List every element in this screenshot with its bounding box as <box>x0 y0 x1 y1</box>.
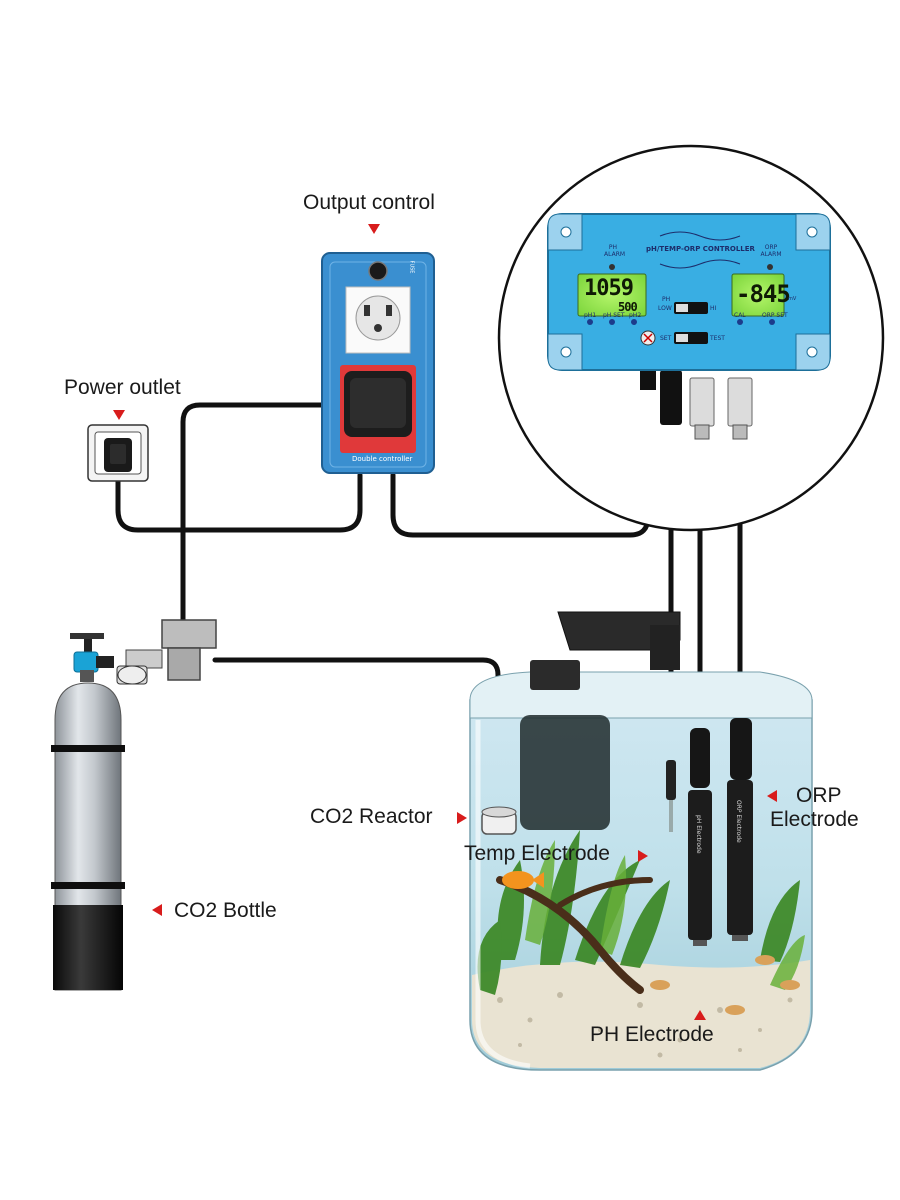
ph-alarm-label: PH ALARM <box>604 244 626 258</box>
orp-alarm-label: ORP ALARM <box>760 244 782 258</box>
orp-electrode-text: ORP Electrode <box>735 800 742 843</box>
orp-lcd-value: -845 <box>736 280 791 308</box>
switch-knob-text: FUSE <box>408 260 415 274</box>
switch-low-label: LOW <box>658 305 672 312</box>
ph-electrode-text: pH Electrode <box>695 815 702 854</box>
pointer-arrows <box>113 224 777 1020</box>
co2-reactor <box>481 806 517 835</box>
btn-orp-set-label: ORP SET <box>762 312 788 319</box>
switch-test-label: TEST <box>710 335 725 342</box>
ph-lcd-main: 1059 <box>584 276 634 301</box>
btn-ph1-label: pH1 <box>584 312 597 319</box>
switch-set-label: SET <box>660 335 672 342</box>
arrow-ph-electrode <box>694 1010 706 1020</box>
label-power-outlet: Power outlet <box>64 376 181 399</box>
arrow-output-control <box>368 224 380 234</box>
controller-title: pH/TEMP-ORP CONTROLLER <box>646 245 755 253</box>
power-outlet <box>87 424 149 482</box>
ph-lcd-sub: 500 <box>618 300 638 314</box>
label-orp-electrode-line1: ORP <box>796 784 842 807</box>
label-orp-electrode-line2: Electrode <box>770 808 859 831</box>
btn-ph2-label: pH2 <box>629 312 642 319</box>
label-temp-electrode: Temp Electrode <box>464 842 610 865</box>
arrow-temp-electrode <box>638 850 648 862</box>
label-ph-electrode: PH Electrode <box>590 1023 714 1046</box>
co2-splitter <box>116 619 217 685</box>
switch-ph-label: PH <box>662 296 671 303</box>
label-co2-reactor: CO2 Reactor <box>310 805 433 828</box>
bnc-connectors <box>640 370 753 440</box>
co2-bottle <box>51 633 125 991</box>
arrow-power-outlet <box>113 410 125 420</box>
ph-orp-controller <box>547 213 831 371</box>
btn-ph-set-label: pH SET <box>603 312 625 319</box>
btn-cal-label: CAL <box>734 312 746 319</box>
ph-electrode <box>688 728 712 946</box>
aquarium <box>469 611 813 1071</box>
orp-electrode <box>727 718 753 941</box>
orp-lcd-unit: mV <box>788 296 797 302</box>
arrow-co2-reactor <box>457 812 467 824</box>
temp-electrode <box>666 760 676 832</box>
switch-hi-label: HI <box>710 305 717 312</box>
label-output-control: Output control <box>303 191 435 214</box>
arrow-co2-bottle <box>152 904 162 916</box>
label-co2-bottle: CO2 Bottle <box>174 899 277 922</box>
output-control-switch-box <box>321 252 435 474</box>
switch-box-footer-text: Double controller <box>352 455 413 463</box>
arrow-orp-electrode <box>767 790 777 802</box>
